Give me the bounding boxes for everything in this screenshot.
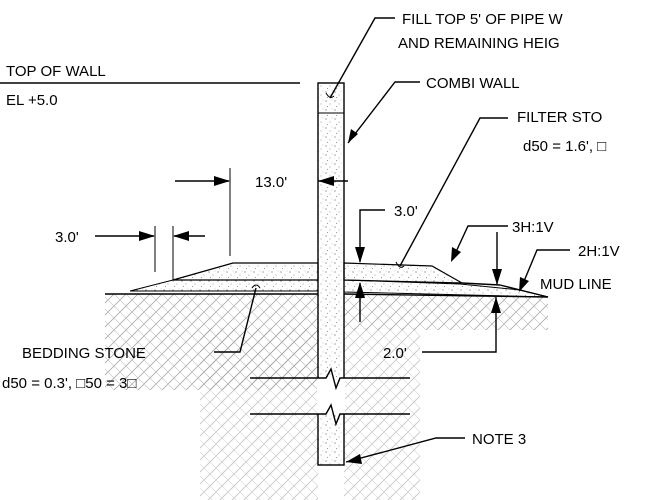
slope-2h1v-line [499,284,549,298]
fill-note-line1: FILL TOP 5' OF PIPE W [402,11,564,28]
dim-13-label: 13.0' [255,174,287,191]
bedding-stone-label: BEDDING STONE [22,345,146,362]
dim-3-right-leader [359,209,385,262]
slope-bench [461,282,501,286]
combi-wall-label: COMBI WALL [426,75,520,92]
note-3-leader [345,437,465,463]
fill-note-leader-tick [325,92,335,98]
filter-stone-right [343,262,463,284]
combi-wall-leader [347,81,420,144]
dim-3-left-arrow-a [139,231,155,241]
combi-wall-arrowhead [348,129,358,143]
elevation-label: EL +5.0 [6,92,58,109]
bedding-stone-spec: d50 = 0.3', □50 = 3□ [2,375,136,392]
pipe-break-gap [317,378,345,414]
filter-stone-label: FILTER STO [517,109,602,126]
bedding-stone-left [129,279,319,292]
dim-13-arrow-left [214,176,230,186]
slope-3h1v-label: 3H:1V [512,219,554,236]
bedding-stone-leader [214,287,257,353]
bedding-stone-leader-tick [251,284,261,289]
slope-3h1v-leader [454,225,508,255]
filter-stone-left [172,262,319,281]
fill-note-line2: AND REMAINING HEIG [398,35,560,52]
dim-3-left-arrow-b [173,231,189,241]
note-3-label: NOTE 3 [472,431,526,448]
filter-stone-spec: d50 = 1.6', □ [523,138,606,155]
break-line-lower [250,403,410,427]
slope-2h1v-leader [521,249,570,287]
dim-2-arrow [491,297,501,313]
dim-13-arrow-right [318,176,334,186]
break-line-upper [250,367,410,391]
filter-stone-leader-tick [395,261,405,268]
slope-3h1v-arrowhead [451,247,461,262]
filter-stone-leader [399,117,508,267]
slope-2h1v-arrowhead [519,277,529,292]
dim-3-right-arrow-bottom [355,282,365,298]
top-of-wall-label: TOP OF WALL [6,63,106,80]
dim-3-right-arrow-top [355,247,365,263]
dim-3-left-label: 3.0' [55,229,79,246]
dim-2-label: 2.0' [383,345,407,362]
mud-line-label: MUD LINE [540,276,612,293]
slope-2h1v-label: 2H:1V [578,243,620,260]
note-3-arrowhead [346,454,362,464]
dim-2-leader [422,297,497,353]
dim-slope-vertical-arrow [492,269,502,285]
dim-3-right-label: 3.0' [394,203,418,220]
fill-note-leader [329,17,395,99]
